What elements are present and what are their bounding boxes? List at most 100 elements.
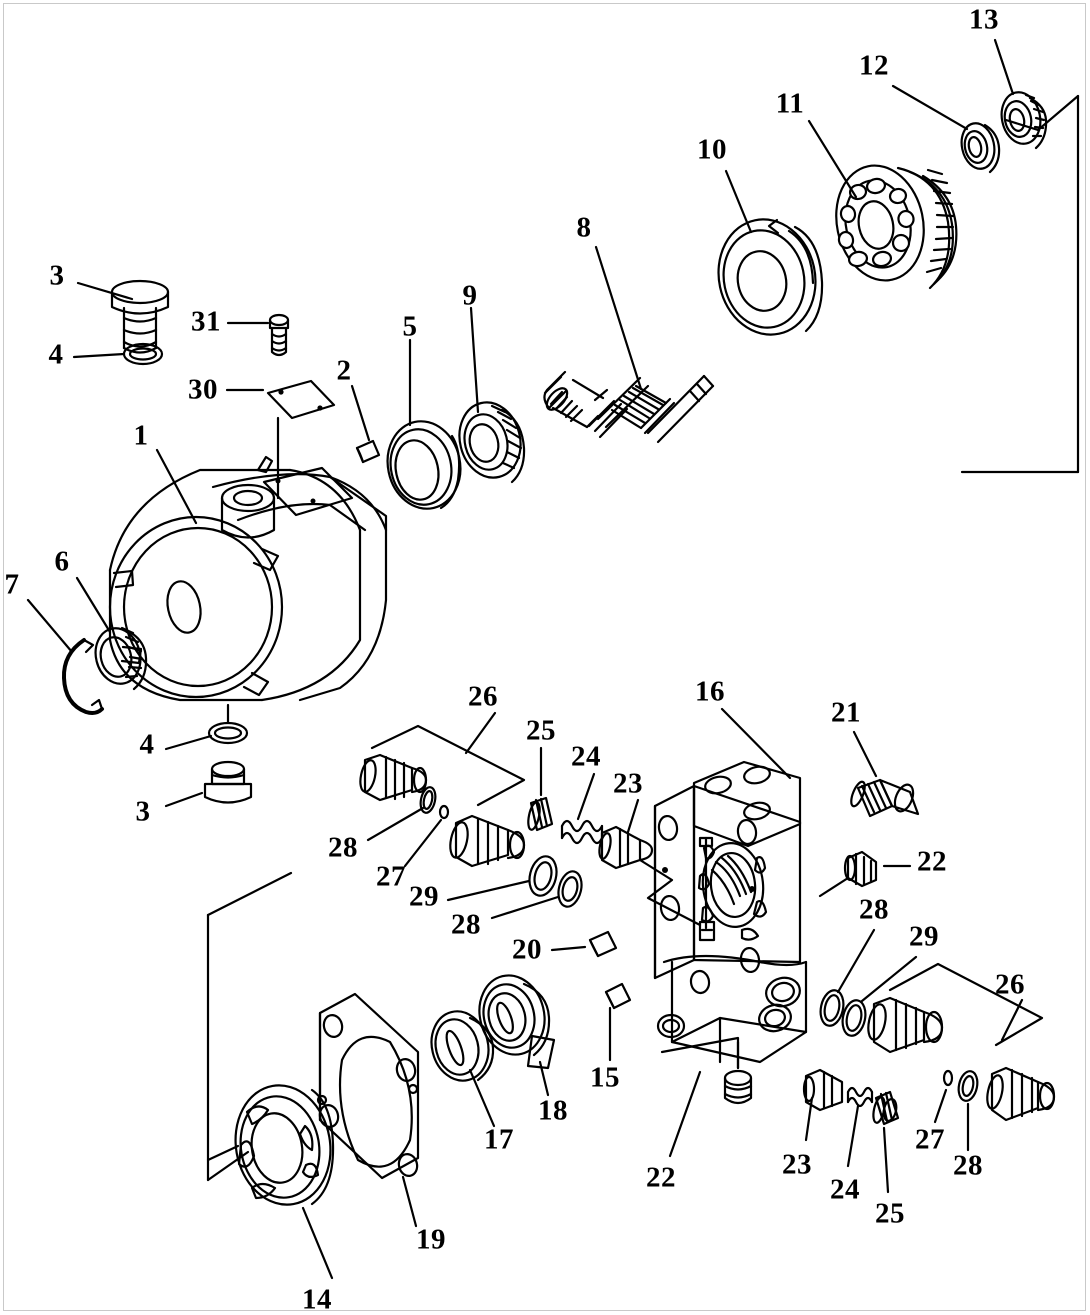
part-11-cylinder-block (835, 164, 958, 290)
part-25-seat-b (872, 1090, 900, 1126)
part-30-nameplate (266, 379, 336, 420)
callout-label-19: 19 (416, 1223, 446, 1256)
bracket-26-left (370, 724, 526, 807)
leader-22b (668, 1070, 702, 1158)
leader-11 (807, 119, 858, 199)
part-27-pin-a (438, 804, 450, 820)
callout-label-23-a: 23 (613, 767, 643, 800)
part-3-plug-top (110, 279, 170, 354)
callout-label-23-b: 23 (782, 1148, 812, 1181)
leader-29a (446, 879, 531, 902)
part-31-screw (268, 313, 290, 357)
leader-3-bottom (164, 791, 204, 808)
callout-label-28-c: 28 (859, 893, 889, 926)
part-2-dowel-pin (355, 439, 381, 464)
callout-label-2: 2 (336, 354, 352, 387)
callout-label-24-b: 24 (830, 1173, 860, 1206)
leader-7 (26, 598, 74, 654)
part-13-bearing (1000, 91, 1048, 150)
callout-label-14: 14 (302, 1283, 332, 1315)
leader-26a (464, 711, 497, 755)
leader-28b (490, 895, 560, 920)
bracket-26-right (888, 962, 1044, 1047)
callout-label-22-a: 22 (917, 845, 947, 878)
part-3-plug-bottom (203, 760, 253, 804)
part-23-plug-b (802, 1068, 844, 1112)
leader-14 (301, 1206, 334, 1280)
leader-29b (860, 955, 918, 1003)
leader-10 (724, 169, 753, 234)
leader-13 (993, 38, 1015, 96)
leader-16 (720, 707, 792, 780)
leader-26b (1000, 998, 1024, 1042)
part-28-oring-b (557, 870, 583, 908)
leader-1 (155, 448, 198, 525)
callout-label-12: 12 (859, 49, 889, 82)
leader-17 (468, 1068, 496, 1128)
part-24-spring-a (560, 819, 604, 845)
leader-4-bottom (164, 734, 213, 751)
part-26-relief-valve-a (359, 753, 428, 802)
callout-label-20: 20 (512, 933, 542, 966)
leader-2 (350, 384, 371, 442)
leader-19 (401, 1175, 418, 1228)
part-15-pin (604, 982, 632, 1010)
leader-23a-body (638, 858, 702, 927)
callout-label-25-b: 25 (875, 1197, 905, 1230)
callout-label-1: 1 (133, 419, 149, 452)
callout-label-4-bottom: 4 (139, 728, 155, 761)
callout-label-3-bottom: 3 (135, 795, 151, 828)
callout-label-28-a: 28 (328, 831, 358, 864)
callout-label-4-top: 4 (48, 338, 64, 371)
leader-20 (550, 945, 587, 952)
leader-27a (403, 818, 443, 868)
leader-bracket-13 (1004, 118, 1040, 132)
leader-18 (538, 1060, 550, 1097)
callout-label-6: 6 (54, 545, 70, 578)
leader-22a-body (818, 876, 850, 898)
part-1-pump-housing (108, 455, 388, 702)
callout-label-25-a: 25 (526, 714, 556, 747)
leader-12 (891, 84, 969, 131)
callout-label-29-b: 29 (909, 920, 939, 953)
leader-21 (852, 730, 878, 778)
part-27-pin-b (942, 1069, 954, 1087)
callout-label-24-a: 24 (571, 740, 601, 773)
leader-28a (366, 806, 425, 842)
callout-label-10: 10 (697, 133, 727, 166)
callout-label-16: 16 (695, 675, 725, 708)
leader-8 (594, 245, 643, 391)
part-28-oring-d (957, 1070, 979, 1102)
callout-label-8: 8 (576, 211, 592, 244)
part-6-bearing (94, 626, 148, 691)
part-5-seal (386, 420, 462, 510)
part-19-gasket (316, 992, 420, 1180)
part-22-plug-b (723, 1069, 753, 1105)
bracket-22b (660, 1036, 740, 1070)
part-26-relief-valve-b (449, 814, 526, 868)
callout-label-15: 15 (590, 1061, 620, 1094)
part-29-oring-a (528, 855, 558, 897)
leader-23a (626, 798, 640, 834)
leader-25b (882, 1126, 890, 1194)
part-29-oring-b (841, 999, 867, 1037)
part-26-relief-valve-d (986, 1066, 1056, 1122)
leader-24a (576, 772, 596, 821)
part-4-oring-bottom (207, 721, 249, 745)
leader-27b (933, 1088, 948, 1124)
part-7-snap-ring (61, 638, 104, 715)
part-18-seal (478, 974, 556, 1070)
callout-label-5: 5 (402, 310, 418, 343)
callout-label-18: 18 (538, 1094, 568, 1127)
leader-4-top (72, 352, 126, 359)
callout-label-29-a: 29 (409, 880, 439, 913)
part-12-thrust-washer (960, 122, 1001, 174)
callout-label-22-b: 22 (646, 1161, 676, 1194)
leader-14-bracket (206, 1144, 240, 1162)
part-20-pin (588, 930, 618, 958)
leader-6 (75, 576, 112, 634)
callout-label-31: 31 (191, 305, 221, 338)
callout-label-21: 21 (831, 696, 861, 729)
callout-label-26-b: 26 (995, 968, 1025, 1001)
